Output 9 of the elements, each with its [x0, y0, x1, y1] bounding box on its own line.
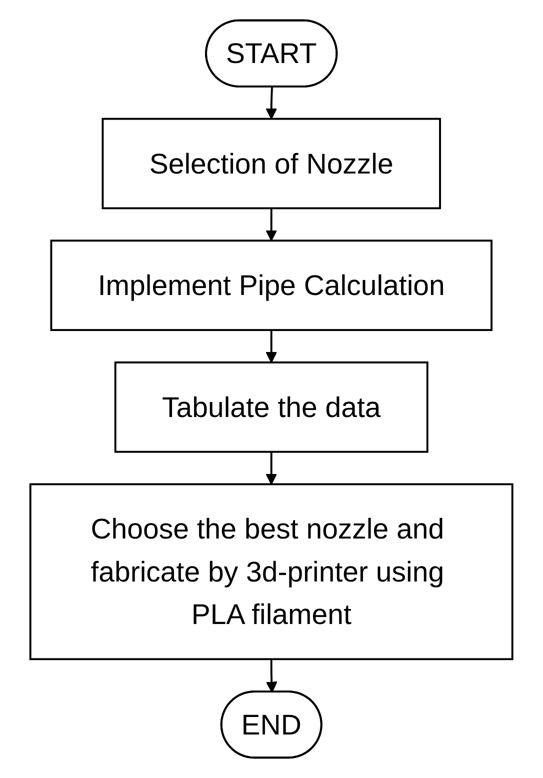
arrow: [266, 330, 278, 363]
arrow: [266, 208, 278, 242]
node-box: Choose the best nozzle and fabricate by 3d-printer using PLA filament: [30, 483, 514, 660]
node-box: Selection of Nozzle: [102, 118, 442, 210]
arrow: [266, 452, 278, 485]
node-box: Tabulate the data: [114, 361, 428, 453]
node-box: Implement Pipe Calculation: [50, 240, 493, 332]
arrow: [266, 87, 278, 120]
arrow: [266, 659, 278, 693]
